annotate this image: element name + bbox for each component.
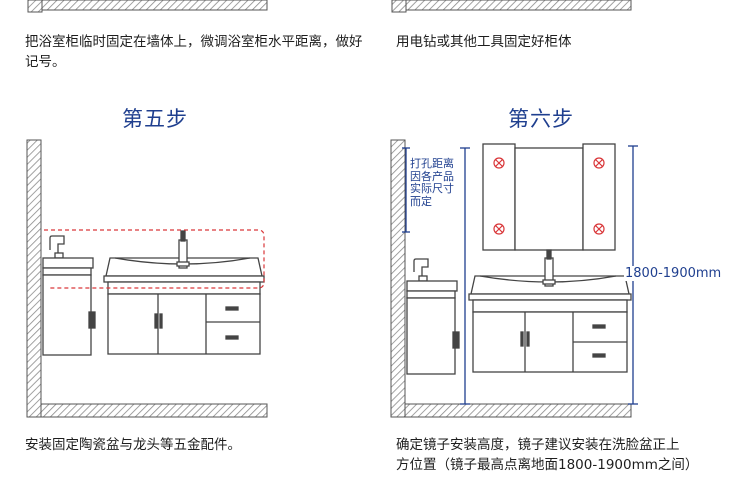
step5-main-cabinet	[107, 281, 261, 355]
step5-side-cabinet	[42, 235, 96, 356]
step5-wall	[26, 139, 42, 418]
step6-mirror-cabinet	[482, 143, 616, 251]
step6-title: 第六步	[508, 107, 574, 131]
step6-drill-markers	[493, 157, 605, 235]
step6-note-line: 打孔距离	[410, 157, 454, 170]
step6-caption: 确定镜子安装高度，镜子建议安装在洗脸盆正上 方位置（镜子最高点离地面1800-1…	[396, 435, 746, 475]
top-right-wall-fragment	[391, 0, 632, 13]
step6-main-cabinet	[472, 299, 628, 373]
step6-note-bracket	[402, 147, 410, 233]
step5-caption: 安装固定陶瓷盆与龙头等五金配件。	[25, 437, 241, 453]
step6-caption-line1: 确定镜子安装高度，镜子建议安装在洗脸盆正上	[396, 437, 680, 453]
step6-note-line: 而定	[410, 194, 432, 208]
step6-illustration	[390, 139, 638, 418]
step6-caption-line2: 方位置（镜子最高点离地面1800-1900mm之间）	[396, 457, 699, 473]
step6-dimension-label: 1800-1900mm	[624, 266, 723, 281]
step5-title: 第五步	[122, 107, 188, 131]
step6-drill-note: 打孔距离 因各产品 实际尺寸 而定	[410, 157, 466, 208]
drill-marker-bottom-right	[593, 223, 605, 235]
step6-note-line: 因各产品	[410, 169, 454, 183]
step5-illustration	[26, 139, 268, 418]
step6-basin	[468, 249, 632, 301]
step5-floor	[40, 403, 268, 418]
drill-marker-bottom-left	[493, 223, 505, 235]
step6-side-cabinet	[406, 258, 460, 375]
step6-wall	[390, 139, 406, 418]
drill-marker-top-right	[593, 157, 605, 169]
step5-faucet	[176, 230, 190, 269]
step5-highlight-outline	[44, 229, 265, 289]
top-left-caption: 把浴室柜临时固定在墙体上，微调浴室柜水平距离，做好记号。	[25, 34, 363, 70]
drill-marker-top-left	[493, 157, 505, 169]
step6-note-line: 实际尺寸	[410, 182, 454, 195]
top-left-wall-fragment	[27, 0, 268, 13]
top-right-caption: 用电钻或其他工具固定好柜体	[396, 34, 572, 50]
step6-floor	[404, 403, 632, 418]
